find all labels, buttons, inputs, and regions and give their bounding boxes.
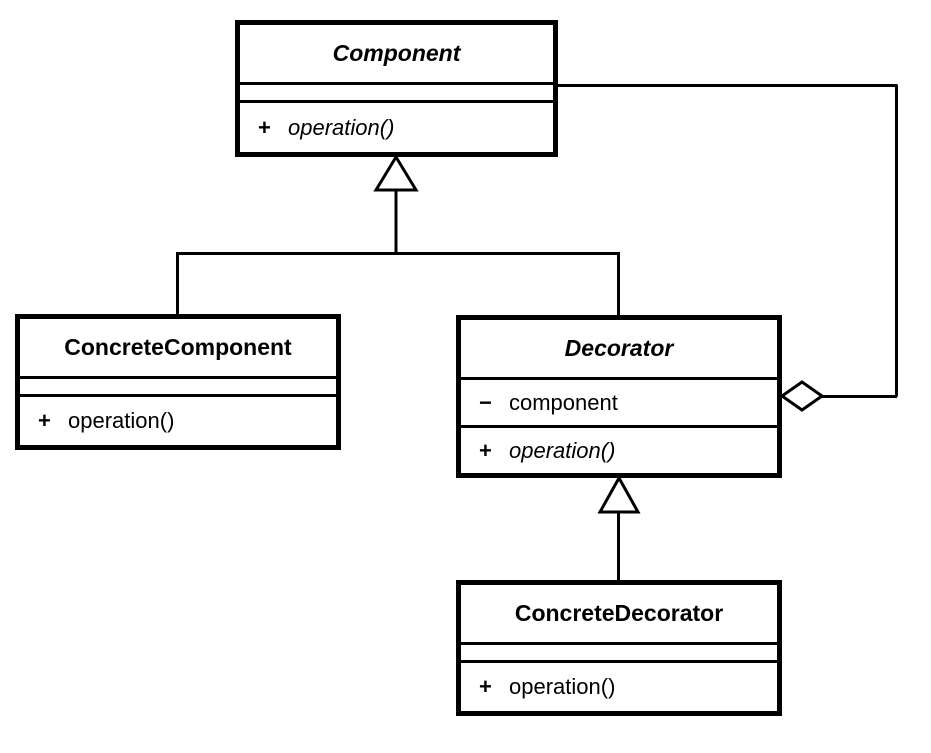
decorator-name-compartment: Decorator: [461, 320, 777, 377]
concrete-component-class-name: ConcreteComponent: [64, 334, 292, 360]
decorator-operation-visibility: +: [479, 437, 492, 463]
class-box-concrete-decorator[interactable]: ConcreteDecorator + operation(): [456, 580, 782, 716]
component-attributes-compartment: [240, 82, 553, 100]
aggregation-diamond-icon: [779, 380, 825, 412]
component-operation-name: operation(): [288, 114, 395, 140]
concrete-decorator-operation-name: operation(): [509, 674, 616, 699]
decorator-attribute-visibility: −: [479, 389, 492, 415]
concrete-decorator-operations-compartment: + operation(): [461, 660, 777, 711]
concrete-component-name-compartment: ConcreteComponent: [20, 319, 336, 376]
concrete-decorator-attributes-compartment: [461, 642, 777, 660]
component-operation-row[interactable]: + operation(): [240, 115, 394, 141]
concrete-component-operation-visibility: +: [38, 408, 51, 433]
component-class-name: Component: [332, 40, 461, 66]
decorator-operation-name: operation(): [509, 437, 616, 463]
concrete-decorator-name-compartment: ConcreteDecorator: [461, 585, 777, 642]
decorator-operations-compartment: + operation(): [461, 425, 777, 473]
concrete-component-operations-compartment: + operation(): [20, 394, 336, 445]
generalization-to-component: [176, 154, 620, 317]
generalization-triangle-icon: [597, 474, 641, 514]
decorator-attributes-compartment: − component: [461, 377, 777, 425]
concrete-decorator-class-name: ConcreteDecorator: [514, 600, 724, 626]
concrete-decorator-operation-visibility: +: [479, 674, 492, 699]
class-box-concrete-component[interactable]: ConcreteComponent + operation(): [15, 314, 341, 450]
concrete-component-attributes-compartment: [20, 376, 336, 394]
decorator-operation-row[interactable]: + operation(): [461, 438, 615, 464]
component-name-compartment: Component: [240, 25, 553, 82]
decorator-attribute-name: component: [509, 389, 618, 415]
decorator-attribute-row[interactable]: − component: [461, 390, 618, 416]
generalization-triangle-icon: [373, 154, 419, 192]
class-box-decorator[interactable]: Decorator − component + operation(): [456, 315, 782, 478]
component-operations-compartment: + operation(): [240, 100, 553, 152]
decorator-class-name: Decorator: [564, 335, 674, 361]
aggregation-decorator-component: [556, 84, 898, 412]
concrete-component-operation-row[interactable]: + operation(): [20, 408, 174, 434]
component-operation-visibility: +: [258, 114, 271, 140]
generalization-to-decorator: [597, 474, 641, 581]
concrete-component-operation-name: operation(): [68, 408, 175, 433]
concrete-decorator-operation-row[interactable]: + operation(): [461, 674, 615, 700]
class-box-component[interactable]: Component + operation(): [235, 20, 558, 157]
